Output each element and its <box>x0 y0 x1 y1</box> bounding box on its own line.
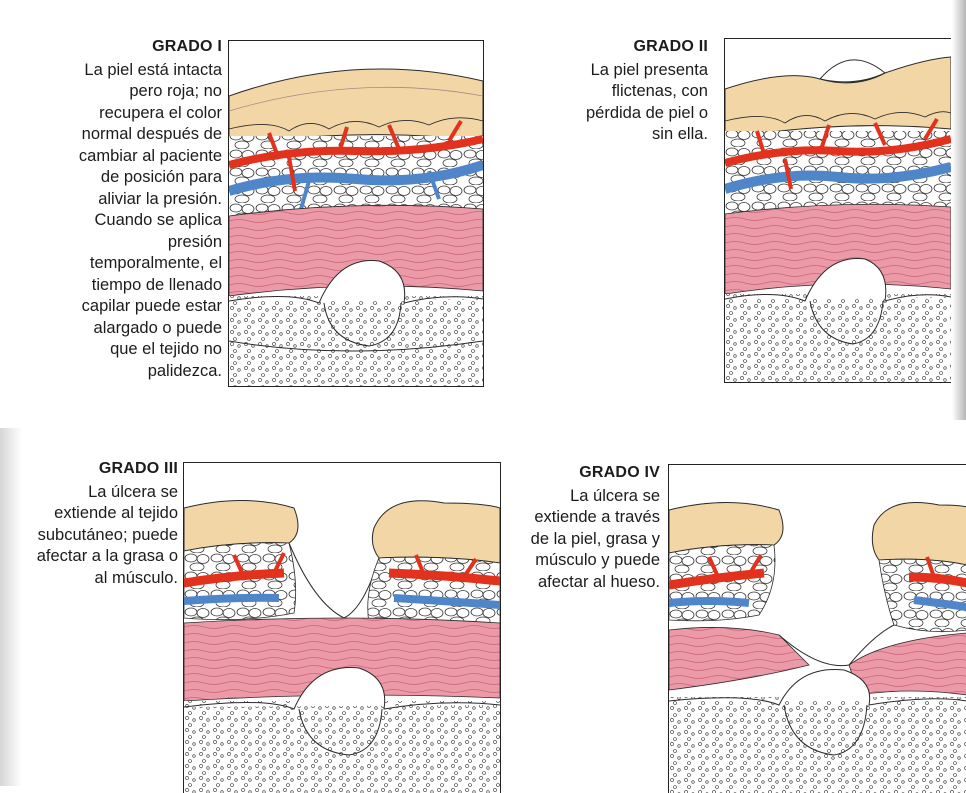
stage-1-title: GRADO I <box>40 36 222 58</box>
stage-4-description: La úlcera se extiende a través de la pie… <box>500 486 660 594</box>
epidermis-layer <box>229 69 483 146</box>
stage-2-text: GRADO II La piel presenta flictenas, con… <box>560 36 708 146</box>
vein-left <box>184 598 279 601</box>
stage-4-title: GRADO IV <box>500 462 660 484</box>
stage-3-text: GRADO III La úlcera se extiende al tejid… <box>12 458 178 589</box>
stage-2-title: GRADO II <box>560 36 708 58</box>
stage-1-description: La piel está intacta pero roja; no recup… <box>40 60 222 383</box>
stage-2-description: La piel presenta flictenas, con pérdida … <box>560 60 708 146</box>
stage-3-description: La úlcera se extiende al tejido subcután… <box>12 482 178 590</box>
stage-2-illustration <box>724 38 951 383</box>
stage-1-text: GRADO I La piel está intacta pero roja; … <box>40 36 222 382</box>
stage-4-illustration <box>668 464 966 793</box>
stage-1-tissue-svg <box>229 41 483 386</box>
stage-3-title: GRADO III <box>12 458 178 480</box>
stage-4-text: GRADO IV La úlcera se extiende a través … <box>500 462 660 593</box>
epidermis-right <box>372 501 500 563</box>
stage-4-tissue-svg <box>669 465 966 793</box>
stage-3-illustration <box>183 462 501 793</box>
stage-1-illustration <box>228 40 484 387</box>
epidermis-right <box>872 503 966 566</box>
ulcer-crater <box>289 543 379 618</box>
stage-2-tissue-svg <box>725 39 951 382</box>
stage-3-tissue-svg <box>184 463 500 793</box>
scan-shadow-right-top <box>952 0 966 420</box>
vein-left <box>669 601 749 603</box>
fat-right <box>879 559 966 631</box>
